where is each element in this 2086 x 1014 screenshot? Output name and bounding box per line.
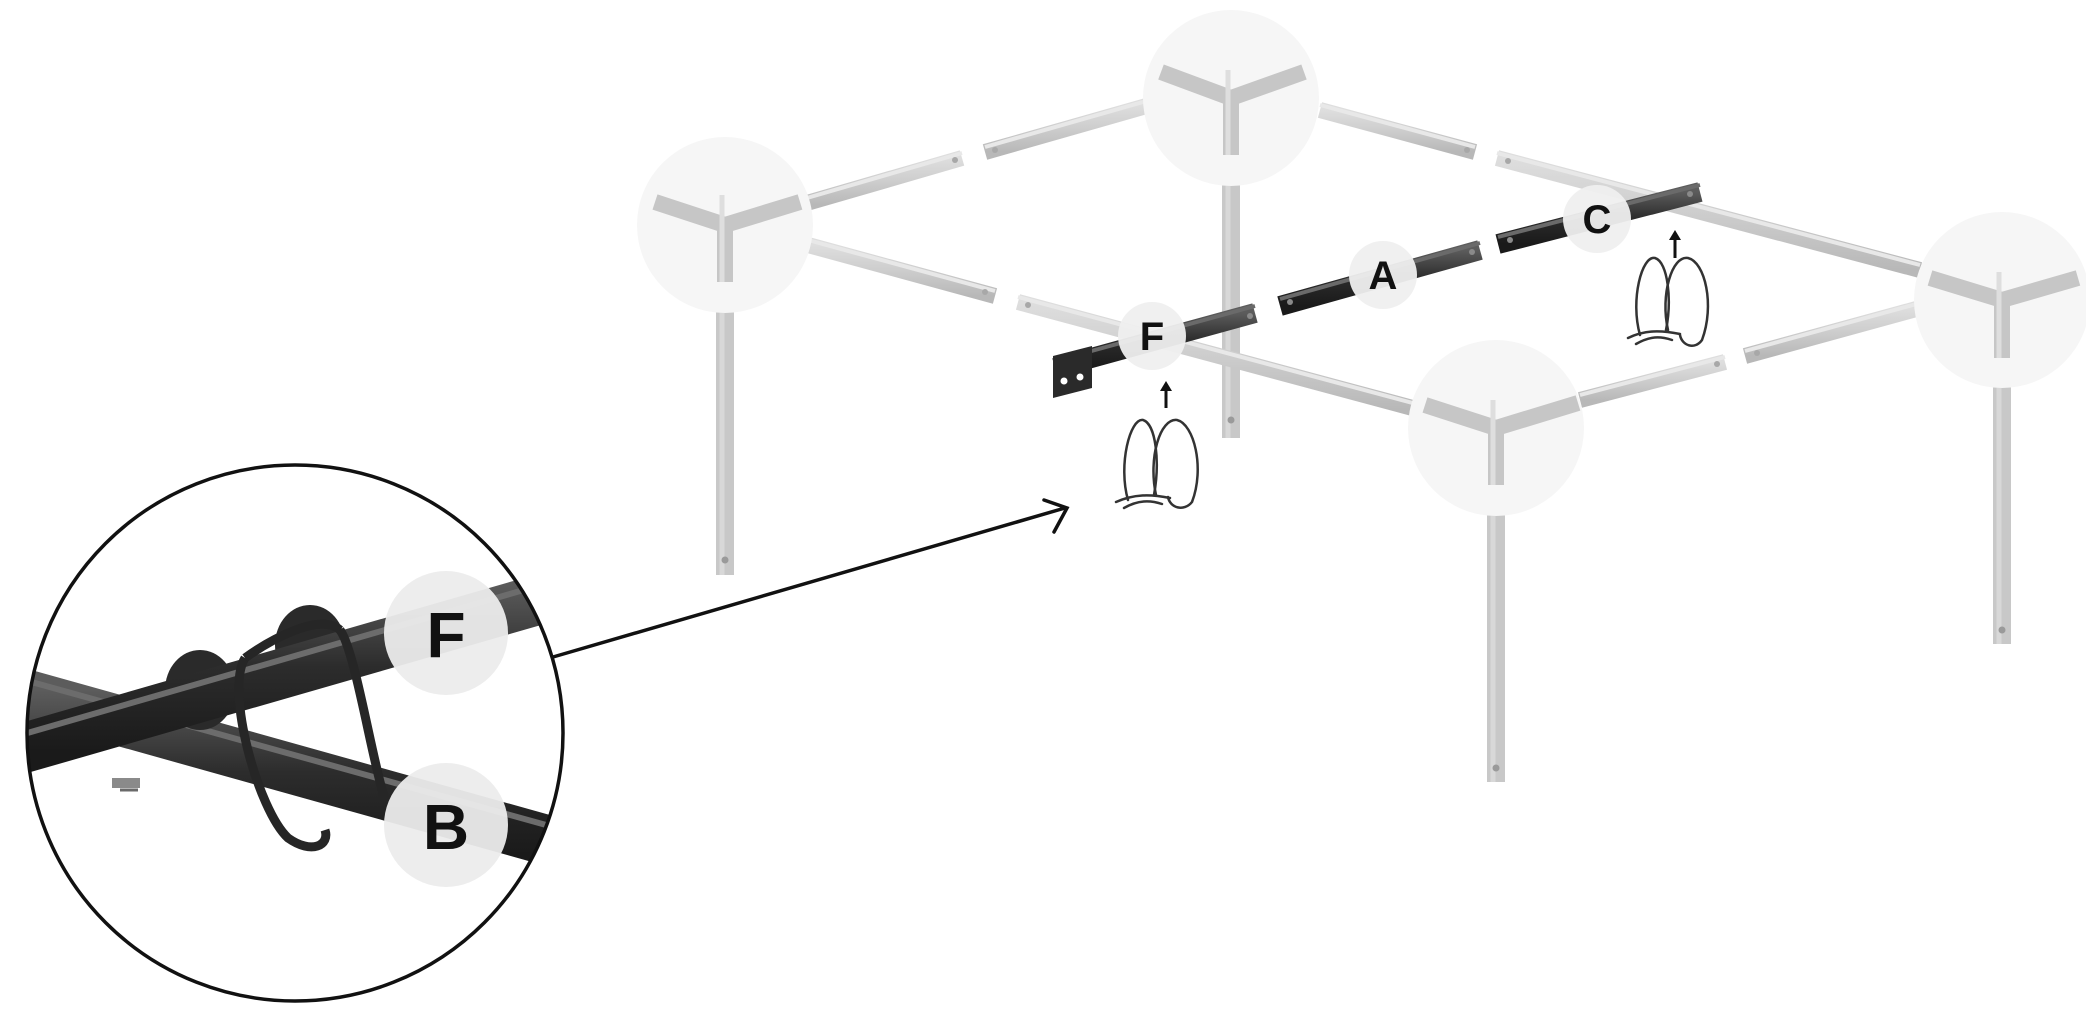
callout-arrow-icon [551, 498, 1070, 659]
canopy-frame [637, 10, 2086, 782]
detail-label-b: B [423, 791, 469, 863]
label-c: C [1583, 198, 1612, 242]
label-f: F [1140, 315, 1164, 359]
detail-label-f: F [426, 599, 465, 671]
frame-joints [637, 10, 2086, 516]
hitch-pin-clip-icon [1114, 418, 1199, 510]
end-bracket [1053, 346, 1092, 398]
hitch-pin-clip-icon [1626, 256, 1710, 347]
part-labels: A C F [1118, 185, 1631, 370]
frame-rails [797, 97, 1923, 418]
up-arrow-icon [1160, 381, 1172, 408]
detail-magnifier-circle: F B [25, 463, 565, 1003]
up-arrow-icon [1669, 230, 1681, 258]
label-a: A [1369, 254, 1398, 298]
